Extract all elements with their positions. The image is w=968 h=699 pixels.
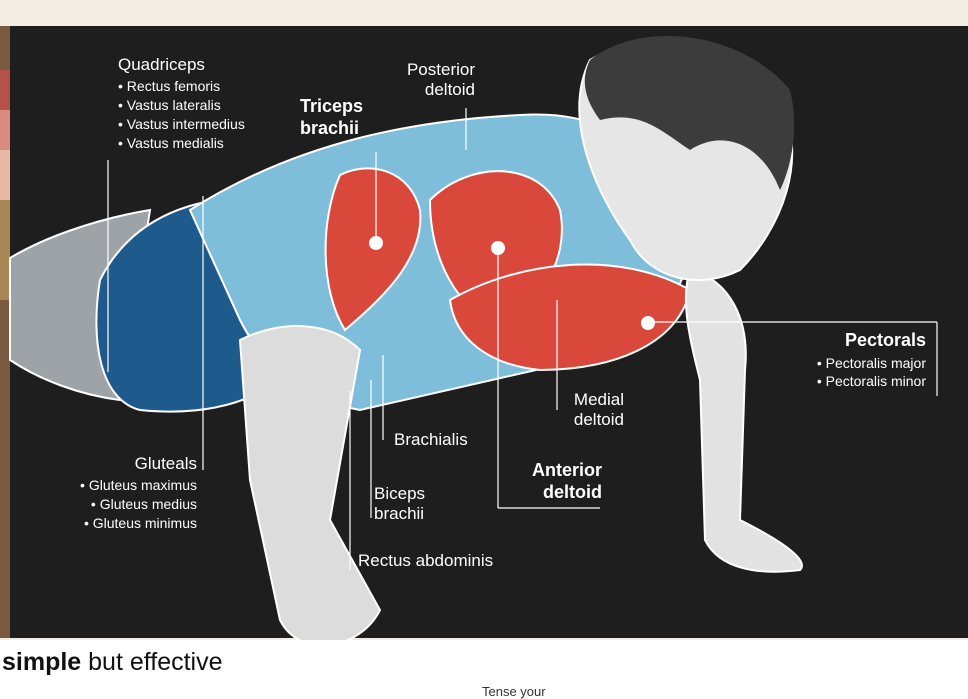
bottom-heading: simple but effective [2,648,223,677]
side-note: Tense your [482,684,546,699]
label-triceps-brachii: Triceps brachii [300,96,363,139]
label-quadriceps: Quadriceps Rectus femoris Vastus lateral… [118,55,245,153]
label-brachialis: Brachialis [394,430,468,450]
gluteals-list: Gluteus maximus Gluteus medius Gluteus m… [55,476,197,533]
anatomy-panel: Quadriceps Rectus femoris Vastus lateral… [0,0,968,640]
label-anterior-deltoid: Anterior deltoid [510,460,602,503]
label-rectus-abdominis: Rectus abdominis [358,551,493,571]
pectorals-list: Pectoralis major Pectoralis minor [780,354,926,392]
label-biceps-brachii: Biceps brachii [374,484,425,525]
pectorals-marker [641,316,655,330]
quadriceps-list: Rectus femoris Vastus lateralis Vastus i… [118,77,245,153]
bottom-heading-bold: simple [2,648,81,676]
bottom-heading-rest: but effective [81,648,222,676]
label-posterior-deltoid: Posterior deltoid [395,60,475,101]
label-pectorals: Pectorals Pectoralis major Pectoralis mi… [780,330,926,391]
label-gluteals: Gluteals Gluteus maximus Gluteus medius … [55,454,197,533]
label-medial-deltoid: Medial deltoid [550,390,624,431]
